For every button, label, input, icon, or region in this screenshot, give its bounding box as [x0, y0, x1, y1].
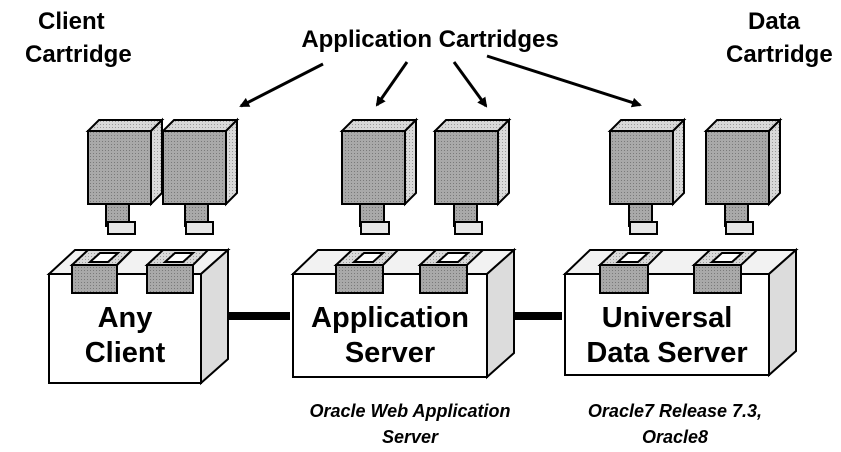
cartridge-app-1	[339, 117, 419, 235]
data-cartridge-label-line2: Cartridge	[726, 41, 833, 68]
arrow-to-data-cartridge	[486, 54, 642, 108]
oracle-release-caption-line1: Oracle7 Release 7.3,	[588, 401, 762, 421]
sockets	[69, 249, 760, 294]
arrows	[239, 54, 642, 108]
cartridge-data-1	[607, 117, 687, 235]
cartridge-data-2	[703, 117, 783, 235]
arrow-to-app-cartridge-1	[375, 61, 409, 107]
connector-client-to-appserver	[218, 312, 290, 320]
socket-app-1	[333, 249, 401, 294]
cartridge-app-2	[432, 117, 512, 235]
socket-client-1	[69, 249, 135, 294]
server-top-face	[290, 249, 517, 275]
server-side-face	[200, 247, 229, 386]
client-cartridge-label-line1: Client	[38, 8, 105, 35]
any-client-label-line1: Any	[98, 302, 153, 334]
application-server-label-line2: Server	[345, 337, 435, 369]
oracle-release-caption-line2: Oracle8	[642, 427, 708, 447]
connector-appserver-to-dataserver	[514, 312, 562, 320]
arrow-to-client-cartridge	[239, 62, 324, 108]
universal-data-server-label-line1: Universal	[602, 302, 733, 334]
socket-data-2	[691, 249, 760, 294]
client-cartridge-label-line2: Cartridge	[25, 41, 132, 68]
any-client-label-line2: Client	[85, 337, 166, 369]
socket-app-2	[417, 249, 486, 294]
universal-data-server-label-line2: Data Server	[586, 337, 747, 369]
application-server-label-line1: Application	[311, 302, 469, 334]
arrow-to-app-cartridge-2	[452, 61, 488, 108]
cartridges	[85, 117, 783, 235]
application-cartridges-label: Application Cartridges	[301, 26, 558, 53]
web-app-server-caption-line1: Oracle Web Application	[309, 401, 510, 421]
web-app-server-caption-line2: Server	[382, 427, 439, 447]
cartridge-client-1	[85, 117, 165, 235]
data-cartridge-label-line1: Data	[748, 8, 801, 35]
socket-client-2	[144, 249, 211, 294]
cartridge-client-2	[160, 117, 240, 235]
socket-data-1	[597, 249, 666, 294]
